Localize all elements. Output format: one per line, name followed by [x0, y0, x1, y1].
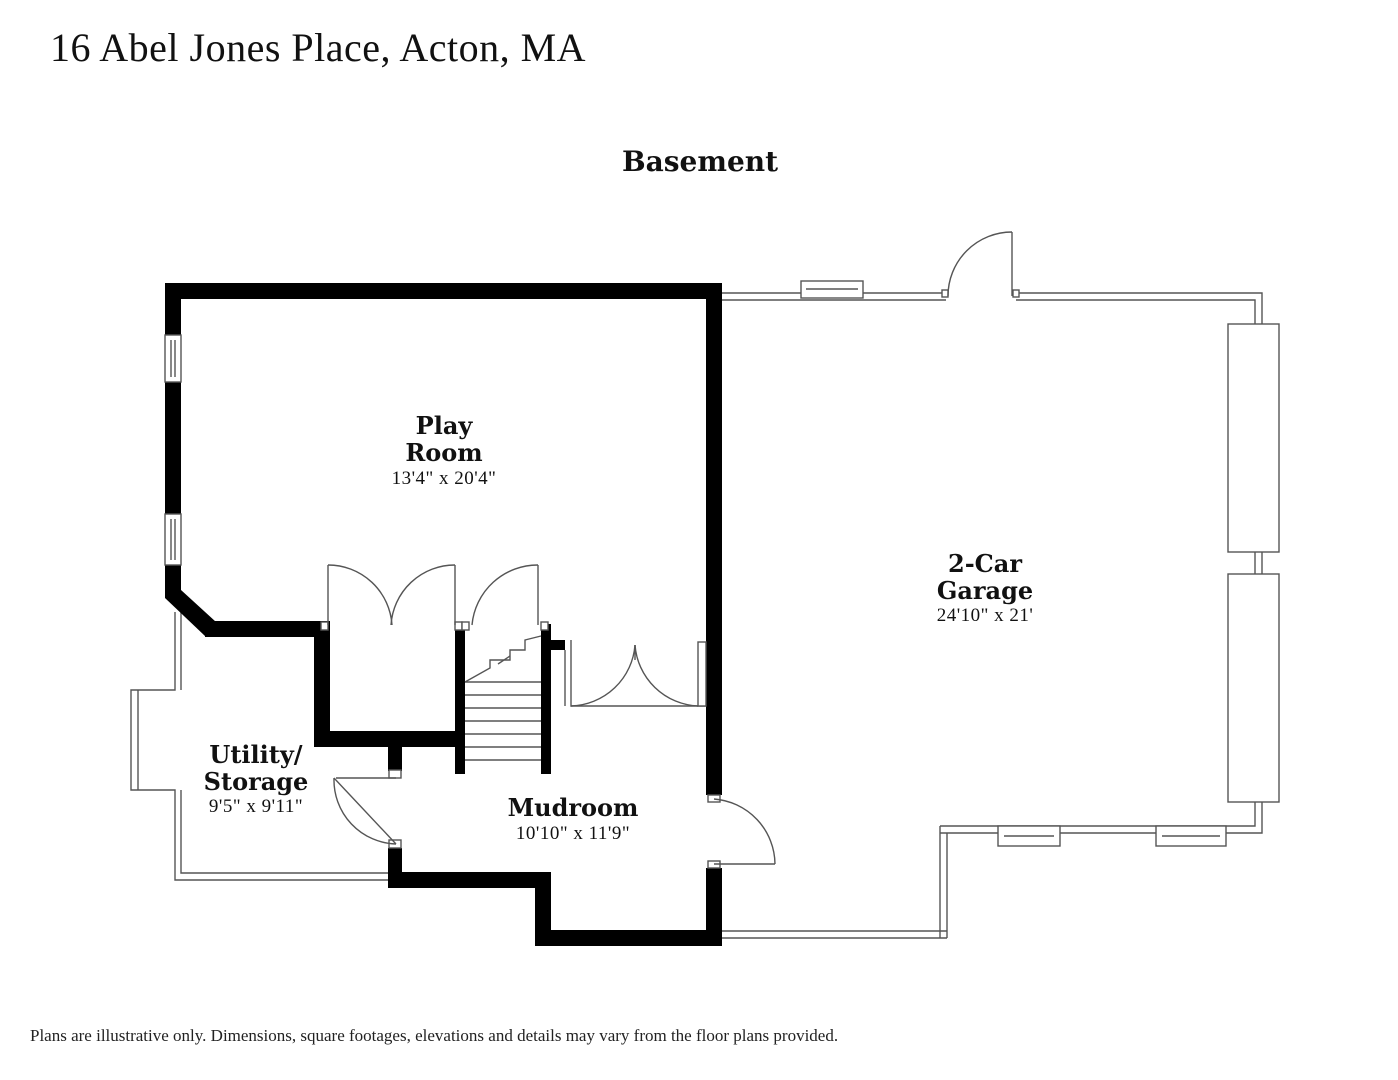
room-name-line: 2-Car	[948, 549, 1022, 578]
thick-walls	[165, 283, 722, 946]
garage-door-swing	[941, 231, 1020, 298]
room-dimensions: 13'4" x 20'4"	[392, 468, 497, 489]
room-dimensions: 10'10" x 11'9"	[516, 823, 630, 844]
room-name-line: Storage	[204, 767, 309, 796]
room-name-line: Mudroom	[508, 793, 639, 822]
room-labels: Play Room 13'4" x 20'4" 2-Car Garage 24'…	[204, 411, 1034, 844]
room-dimensions: 24'10" x 21'	[937, 605, 1034, 626]
thin-walls	[130, 292, 1263, 939]
garage-windows	[800, 280, 1280, 847]
room-name-line: Garage	[937, 576, 1033, 605]
room-name-line: Room	[405, 438, 482, 467]
page-title: 16 Abel Jones Place, Acton, MA	[50, 25, 587, 70]
play-room-windows	[164, 334, 182, 566]
utility-door	[333, 769, 402, 849]
room-name-line: Play	[416, 411, 474, 440]
stairs	[464, 635, 542, 761]
floor-label: Basement	[621, 145, 779, 178]
mudroom-garage-door	[707, 794, 776, 869]
room-dimensions: 9'5" x 9'11"	[209, 796, 303, 817]
room-name-line: Utility/	[209, 740, 302, 769]
closet-doors	[320, 564, 699, 707]
disclaimer: Plans are illustrative only. Dimensions,…	[30, 1026, 839, 1045]
